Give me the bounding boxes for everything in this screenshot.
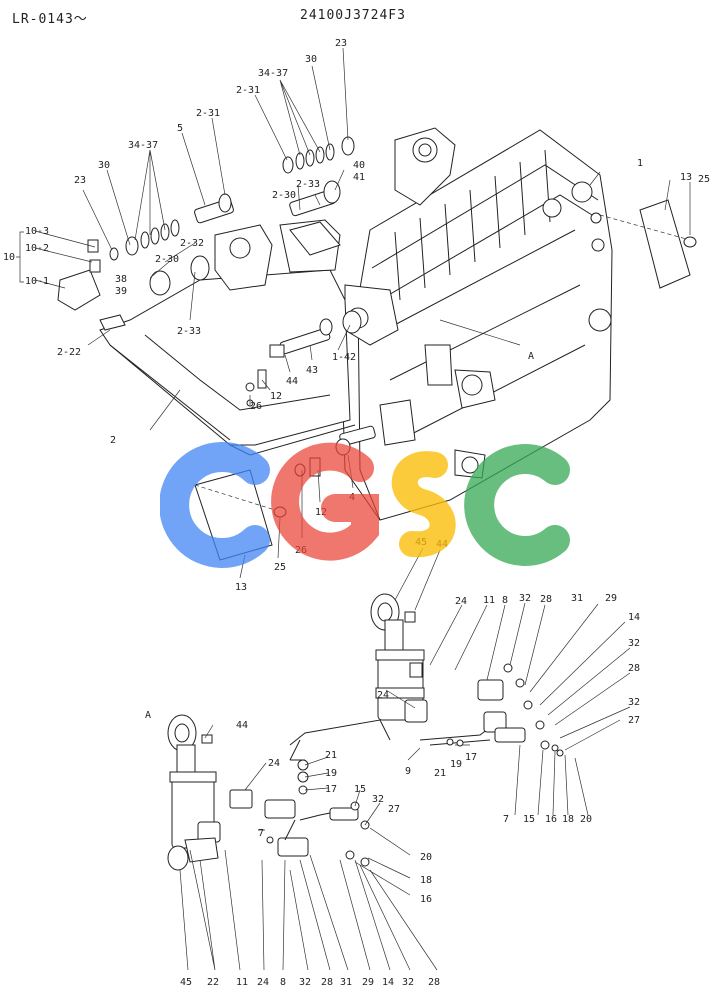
callout-label: 1-42 xyxy=(332,352,356,363)
callout-label: 19 xyxy=(325,768,337,779)
callout-label: 25 xyxy=(698,174,710,185)
callout-label: 34-37 xyxy=(258,68,288,79)
callout-label: 14 xyxy=(382,977,394,988)
callout-label: 11 xyxy=(483,595,495,606)
callout-label: 9 xyxy=(405,766,411,777)
callout-label: 32 xyxy=(299,977,311,988)
callout-label: 27 xyxy=(388,804,400,815)
callout-label: 21 xyxy=(325,750,337,761)
callout-label: 15 xyxy=(354,784,366,795)
callout-label: A xyxy=(145,710,151,721)
callout-label: 25 xyxy=(274,562,286,573)
callout-label: 10 xyxy=(3,252,15,263)
callout-label: 20 xyxy=(580,814,592,825)
callout-label: 31 xyxy=(340,977,352,988)
callout-label: A xyxy=(528,351,534,362)
right-cylinder-drawing xyxy=(289,593,564,795)
callout-label: 16 xyxy=(420,894,432,905)
callout-label: 2 xyxy=(110,435,116,446)
callout-label: 22 xyxy=(207,977,219,988)
callout-label: 5 xyxy=(177,123,183,134)
main-frame-drawing xyxy=(339,127,613,521)
callout-label: 17 xyxy=(465,752,477,763)
callout-label: 16 xyxy=(545,814,557,825)
callout-label: 15 xyxy=(523,814,535,825)
callout-label: 19 xyxy=(450,759,462,770)
callout-label: 26 xyxy=(295,545,307,556)
callout-label: 44 xyxy=(436,539,448,550)
callout-label: 11 xyxy=(236,977,248,988)
callout-label: 23 xyxy=(74,175,86,186)
callout-label: 8 xyxy=(280,977,286,988)
callout-label: 45 xyxy=(415,537,427,548)
callout-label: 10-2 xyxy=(25,243,49,254)
callout-label: 2-30 xyxy=(155,254,179,265)
callout-label: 7 xyxy=(258,828,264,839)
left-cylinder-drawing xyxy=(167,714,370,871)
callout-label: 24 xyxy=(455,596,467,607)
callout-labels: 23 30 34-37 2-31 40 41 2-33 2-30 1 13 25… xyxy=(3,38,710,988)
callout-label: 2-32 xyxy=(180,238,204,249)
callout-label: 30 xyxy=(98,160,110,171)
callout-label: 10-3 xyxy=(25,226,49,237)
callout-label: 2-30 xyxy=(272,190,296,201)
callout-label: 2-31 xyxy=(196,108,220,119)
callout-label: 32 xyxy=(628,697,640,708)
diagram-part-number: 24100J3724F3 xyxy=(300,8,406,23)
callout-label: 18 xyxy=(562,814,574,825)
callout-label: 18 xyxy=(420,875,432,886)
callout-label: 40 xyxy=(353,160,365,171)
callout-label: 32 xyxy=(402,977,414,988)
callout-label: 34-37 xyxy=(128,140,158,151)
callout-label: 7 xyxy=(503,814,509,825)
callout-label: 4 xyxy=(349,492,355,503)
callout-label: 29 xyxy=(605,593,617,604)
callout-label: 43 xyxy=(306,365,318,376)
callout-label: 30 xyxy=(305,54,317,65)
callout-label: 12 xyxy=(270,391,282,402)
lower-pin-assembly xyxy=(257,310,376,477)
callout-label: 32 xyxy=(628,638,640,649)
callout-label: 32 xyxy=(519,593,531,604)
callout-label: 39 xyxy=(115,286,127,297)
callout-label: 28 xyxy=(428,977,440,988)
callout-label: 24 xyxy=(377,690,389,701)
leader-lines xyxy=(16,47,691,971)
callout-label: 12 xyxy=(315,507,327,518)
callout-label: 23 xyxy=(335,38,347,49)
callout-label: 14 xyxy=(628,612,640,623)
callout-label: 2-33 xyxy=(296,179,320,190)
callout-label: 21 xyxy=(434,768,446,779)
callout-label: 8 xyxy=(502,595,508,606)
callout-label: 32 xyxy=(372,794,384,805)
callout-label: 26 xyxy=(250,401,262,412)
callout-label: 44 xyxy=(236,720,248,731)
callout-label: 41 xyxy=(353,172,365,183)
callout-label: 27 xyxy=(628,715,640,726)
callout-label: 1 xyxy=(637,158,643,169)
callout-label: 13 xyxy=(235,582,247,593)
callout-label: 31 xyxy=(571,593,583,604)
callout-label: 44 xyxy=(286,376,298,387)
callout-label: 28 xyxy=(628,663,640,674)
diagram-serial-range: LR-0143～ xyxy=(12,12,88,27)
callout-label: 2-31 xyxy=(236,85,260,96)
callout-label: 2-33 xyxy=(177,326,201,337)
callout-label: 13 xyxy=(680,172,692,183)
callout-label: 38 xyxy=(115,274,127,285)
callout-label: 20 xyxy=(420,852,432,863)
callout-label: 10-1 xyxy=(25,276,49,287)
callout-label: 29 xyxy=(362,977,374,988)
callout-label: 24 xyxy=(268,758,280,769)
callout-label: 28 xyxy=(540,594,552,605)
right-pin-stack xyxy=(282,136,355,256)
callout-label: 2-22 xyxy=(57,347,81,358)
callout-label: 45 xyxy=(180,977,192,988)
upper-pin-stack xyxy=(57,193,234,311)
callout-label: 24 xyxy=(257,977,269,988)
callout-label: 28 xyxy=(321,977,333,988)
callout-label: 17 xyxy=(325,784,337,795)
